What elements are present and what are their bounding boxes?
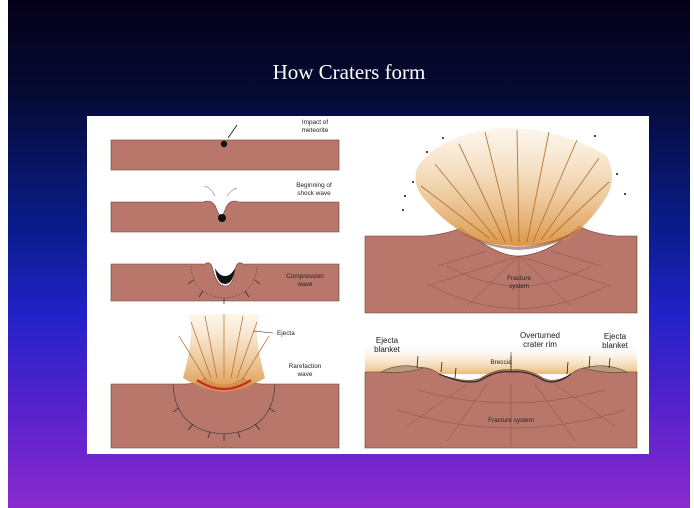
meteorite-icon xyxy=(221,141,227,147)
label-fracture-2: system xyxy=(509,283,529,290)
slide-title: How Craters form xyxy=(8,60,690,85)
label-shock-2: shock wave xyxy=(297,190,331,197)
label-impact-1: Impact of xyxy=(302,119,329,126)
panel-shock: Beginning of shock wave xyxy=(111,182,339,232)
label-ejecta: Ejecta xyxy=(277,330,295,337)
label-fracture-system: Fracture system xyxy=(488,417,534,424)
label-overturned-1: Overturned xyxy=(520,331,560,340)
crater-formation-diagram: Impact of meteorite Beginning of shock w… xyxy=(87,116,649,454)
label-shock-1: Beginning of xyxy=(296,182,332,189)
label-compression-1: Compression xyxy=(286,273,324,280)
label-ejecta-blanket-left-2: blanket xyxy=(374,345,401,354)
shock-core xyxy=(218,214,226,222)
label-breccia: Breccia xyxy=(490,359,512,366)
label-rarefaction-1: Rarefaction xyxy=(289,363,322,370)
label-overturned-2: crater rim xyxy=(523,340,557,349)
panel-impact: Impact of meteorite xyxy=(111,119,339,170)
panel-final: Ejecta blanket Overturned crater rim Eje… xyxy=(365,331,637,448)
diagram-canvas: Impact of meteorite Beginning of shock w… xyxy=(87,116,649,454)
ground-block xyxy=(365,368,637,449)
panel-compression: Compression wave xyxy=(111,263,339,304)
label-ejecta-blanket-right-2: blanket xyxy=(602,341,629,350)
label-compression-2: wave xyxy=(297,281,313,288)
spray-lines xyxy=(205,186,237,196)
label-ejecta-blanket-left-1: Ejecta xyxy=(376,336,399,345)
trajectory-arrow xyxy=(228,125,237,138)
slide: How Craters form Impact of meteorite xyxy=(8,0,690,508)
label-impact-2: meteorite xyxy=(302,127,329,134)
label-ejecta-blanket-right-1: Ejecta xyxy=(604,332,627,341)
label-fracture-1: Fracture xyxy=(507,275,531,282)
panel-ejecta: Ejecta Rarefaction wave xyxy=(111,314,339,448)
label-rarefaction-2: wave xyxy=(297,371,313,378)
panel-fracture: Fracture system xyxy=(365,128,637,313)
